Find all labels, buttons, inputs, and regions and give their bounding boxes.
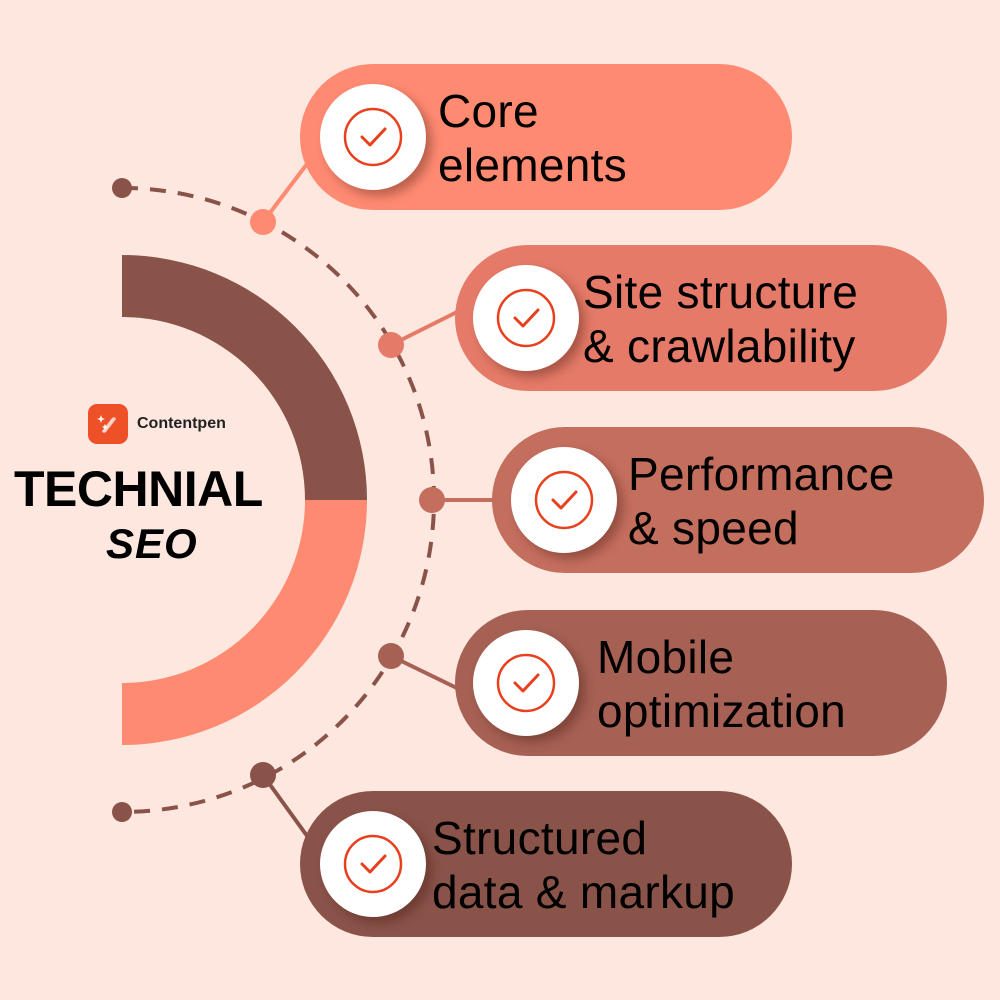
- connector-2: [390, 306, 466, 347]
- item-label-line-2: & speed: [628, 502, 799, 554]
- item-structured-data: Structured data & markup: [300, 791, 792, 937]
- arc-end-dot-bottom: [112, 802, 132, 822]
- check-circle-icon: [320, 811, 426, 917]
- item-label-line-2: elements: [438, 139, 628, 191]
- item-site-structure: Site structure & crawlability: [455, 245, 947, 391]
- title-line-1: TECHNIAL: [14, 461, 263, 517]
- item-label-line-1: Performance: [628, 448, 895, 500]
- check-circle-icon: [320, 84, 426, 190]
- check-circle-icon: [473, 265, 579, 371]
- item-performance: Performance & speed: [492, 427, 984, 573]
- node-3: [419, 487, 445, 513]
- item-label-line-1: Core: [438, 85, 539, 137]
- item-mobile: Mobile optimization: [455, 610, 947, 756]
- node-4: [378, 643, 404, 669]
- item-core-elements: Core elements: [300, 64, 792, 210]
- brand-name: Contentpen: [137, 415, 226, 432]
- ring-bottom-segment: [122, 500, 367, 745]
- arc-end-dot-top: [112, 178, 132, 198]
- ring-top-segment: [122, 255, 367, 500]
- node-2: [378, 332, 404, 358]
- item-label-line-2: & crawlability: [583, 320, 856, 372]
- check-circle-icon: [511, 447, 617, 553]
- item-label-line-2: optimization: [597, 685, 847, 737]
- item-label-line-1: Site structure: [583, 266, 859, 318]
- check-circle-icon: [473, 630, 579, 736]
- item-label-line-2: data & markup: [432, 866, 736, 918]
- item-label-line-1: Mobile: [597, 631, 735, 683]
- pen-sparkle-icon: [88, 404, 128, 444]
- node-1: [250, 209, 276, 235]
- connector-5: [261, 773, 312, 842]
- node-5: [250, 762, 276, 788]
- item-label-line-1: Structured: [432, 812, 648, 864]
- connector-4: [390, 654, 466, 694]
- title-line-2: SEO: [106, 520, 198, 567]
- brand-logo: Contentpen: [88, 404, 226, 444]
